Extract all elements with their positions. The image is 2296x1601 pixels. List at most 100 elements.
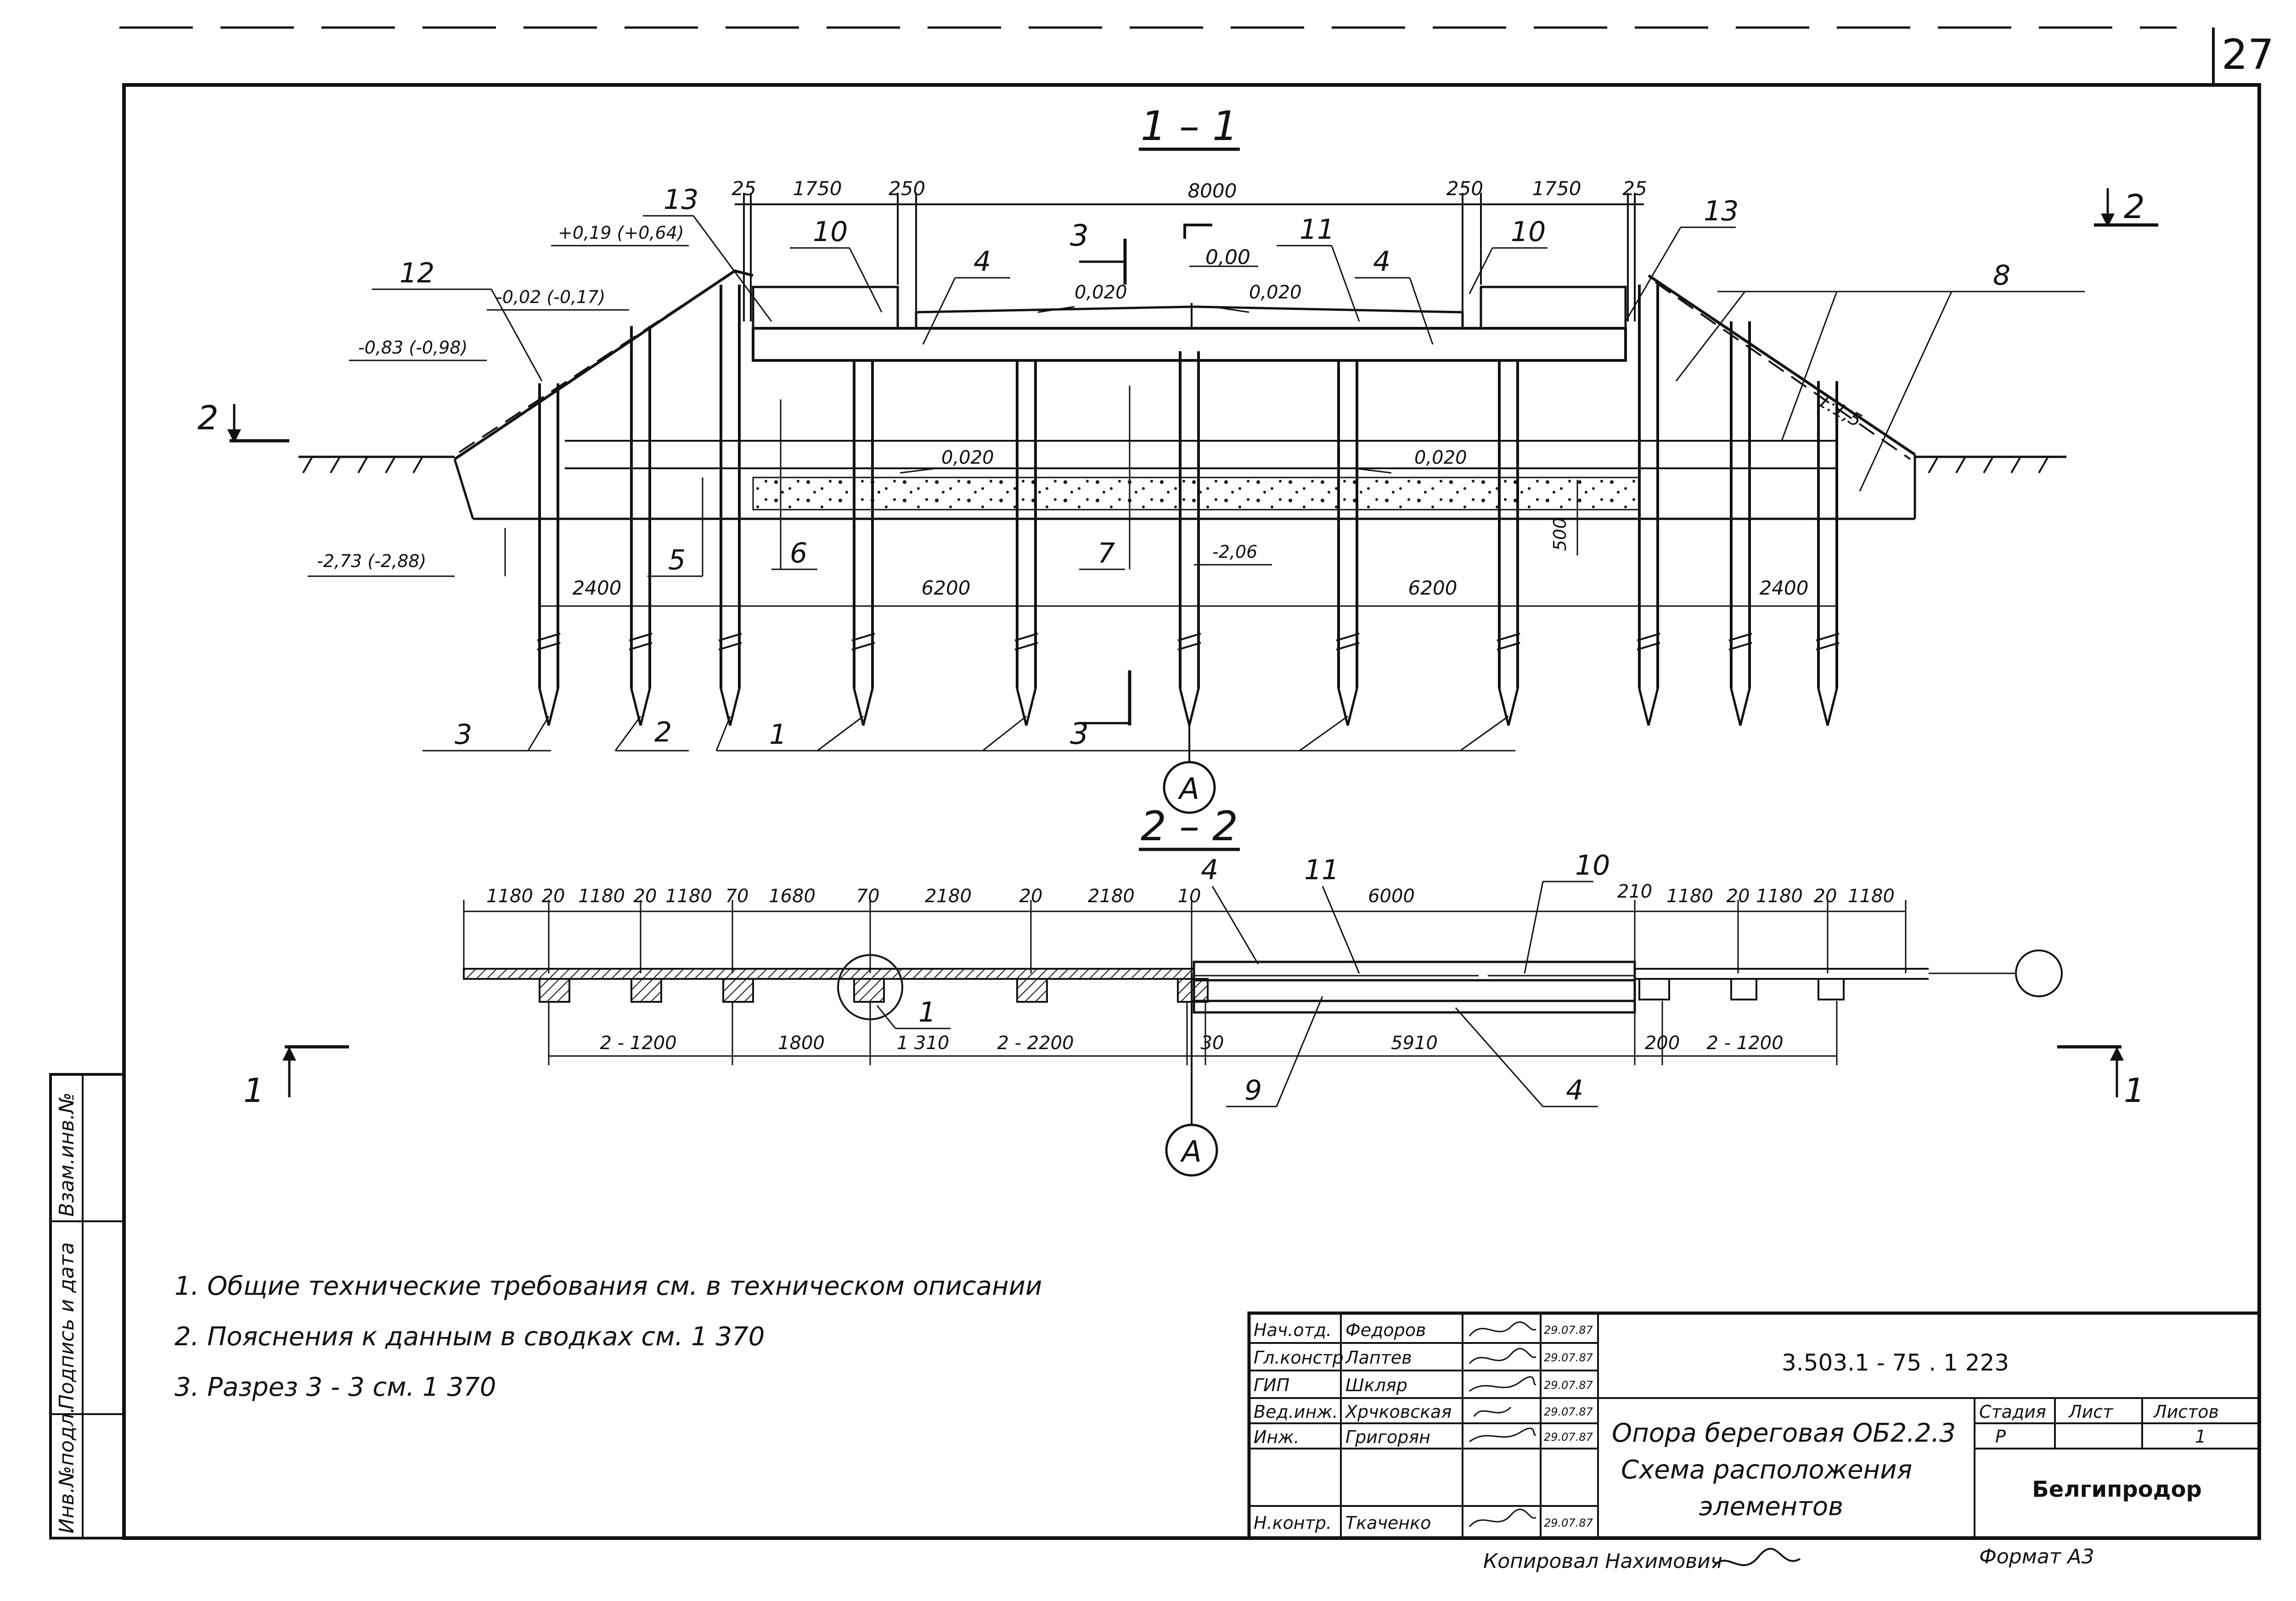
span: 6200 (922, 577, 971, 599)
tb-date: 29.07.87 (1544, 1431, 1593, 1444)
tb-date: 29.07.87 (1544, 1405, 1593, 1418)
section-2-2-title: 2 – 2 (1141, 803, 1238, 850)
copied-by: Копировал Нахимович (1483, 1550, 1722, 1573)
slope: 0,020 (1249, 282, 1302, 303)
stage-value: Р (1995, 1427, 2006, 1447)
slope: 0,020 (1414, 447, 1467, 468)
section-mark-3-bottom: 3 (1070, 670, 1131, 751)
section-mark-label: 3 (1070, 219, 1089, 253)
tb-date: 29.07.87 (1544, 1351, 1593, 1364)
dim: 2180 (1088, 886, 1135, 907)
level: -2,73 (-2,88) (317, 551, 426, 571)
callout-7: 7 (1097, 537, 1115, 569)
tb-role: Н.контр. (1254, 1513, 1332, 1533)
title-line-3: элементов (1699, 1492, 1843, 1522)
tb-role: Нач.отд. (1254, 1320, 1332, 1340)
callout-9: 9 (1244, 1074, 1262, 1107)
section-2-2: 2 – 2 1180 20 1180 20 1180 70 1680 70 21… (243, 803, 2145, 1177)
callout-10: 10 (813, 216, 848, 248)
callout-13: 13 (664, 184, 698, 216)
callout-10: 10 (1575, 849, 1610, 882)
s11-spans: 2400 6200 6200 2400 (540, 577, 1837, 607)
dim: 2 - 1200 (1706, 1033, 1783, 1054)
level: -0,83 (-0,98) (358, 337, 467, 358)
callout-12: 12 (400, 257, 434, 289)
doc-code: 3.503.1 - 75 . 1 223 (1782, 1349, 2009, 1376)
gravel-layer (752, 477, 1640, 511)
section-mark-label: 1 (243, 1071, 264, 1110)
drawing-title: Опора береговая ОБ2.2.3 Схема расположен… (1612, 1418, 1956, 1522)
stamp-sign: Подпись и дата (55, 1242, 79, 1410)
callout-1: 1 (769, 719, 787, 751)
callout-2: 2 (654, 716, 672, 748)
section-mark-3-top: 3 (1070, 219, 1127, 285)
span: 2400 (573, 577, 622, 599)
dim: 20 (634, 886, 657, 907)
dim: 1180 (486, 886, 533, 907)
tb-name: Хрчковская (1345, 1402, 1452, 1422)
callout-11: 11 (1304, 854, 1339, 886)
section-mark-2-left: 2 (197, 399, 289, 443)
slope: 0,020 (1075, 282, 1127, 303)
callout-6: 6 (790, 537, 807, 569)
dim: 2 - 2200 (997, 1033, 1074, 1054)
tb-name: Федоров (1345, 1320, 1426, 1340)
s11-level-marks: +0,19 (+0,64) -0,02 (-0,17) -0,83 (-0,98… (308, 223, 1272, 577)
level: -2,06 (1212, 542, 1257, 562)
tb-name: Григорян (1345, 1427, 1430, 1447)
sheet-frame: 27 (119, 26, 2274, 1540)
dim: 1 310 (897, 1033, 950, 1054)
span: 2400 (1760, 577, 1809, 599)
callout-11: 11 (1300, 213, 1334, 246)
ground-line-right (1915, 455, 2066, 473)
dim: 210 (1617, 881, 1652, 902)
organization: Белгипродор (2032, 1477, 2202, 1502)
dim: 70 (726, 886, 749, 907)
callout-4: 4 (1566, 1074, 1583, 1107)
dim: 1180 (665, 886, 712, 907)
title-line-1: Опора береговая ОБ2.2.3 (1612, 1418, 1956, 1448)
dim: 1180 (1756, 886, 1803, 907)
side-stamp: Инв.№подл. Подпись и дата Взам.инв.№ (49, 1073, 125, 1539)
tb-date: 29.07.87 (1544, 1324, 1593, 1337)
s11-callouts: 12 13 10 4 11 4 10 13 8 5 6 7 3 (372, 184, 2085, 752)
sheets-value: 1 (2195, 1427, 2206, 1447)
callout-4: 4 (974, 246, 991, 278)
stamp-inv: Инв.№подл. (55, 1407, 79, 1534)
stage-table: Стадия Лист Листов Р 1 (1979, 1402, 2219, 1447)
axis-a-label: A (1180, 1135, 1202, 1169)
dim: 5910 (1391, 1033, 1438, 1054)
section-mark-label: 2 (197, 399, 219, 437)
dim: 2180 (925, 886, 972, 907)
dim: 1750 (1532, 177, 1581, 200)
deck-hatched (463, 968, 1195, 980)
section-mark-label: 1 (2124, 1071, 2145, 1110)
dim: 1180 (1848, 886, 1895, 907)
piles (537, 285, 1840, 726)
dim: 70 (856, 886, 880, 907)
note-1: 1. Общие технические требования см. в те… (174, 1271, 1042, 1301)
sheet-head: Лист (2068, 1402, 2114, 1422)
section-mark-label: 2 (2124, 187, 2145, 226)
stamp-replace: Взам.инв.№ (55, 1092, 79, 1217)
slope-ratio: 1:1,5 (1814, 390, 1865, 432)
dim-500: 500 (1550, 517, 1570, 551)
title-block: Нач.отд. Федоров 29.07.87 Гл.констр Лапт… (1247, 1311, 2261, 1540)
title-block-signatures: Нач.отд. Федоров 29.07.87 Гл.констр Лапт… (1254, 1320, 1593, 1533)
dim: 1180 (1666, 886, 1713, 907)
dim: 10 (1178, 886, 1201, 907)
tb-name: Шкляр (1345, 1375, 1407, 1395)
tb-role: Гл.констр (1254, 1348, 1344, 1368)
tb-role: Инж. (1254, 1427, 1300, 1447)
dim: 8000 (1188, 180, 1237, 202)
span: 6200 (1408, 577, 1458, 599)
dim: 1800 (778, 1033, 825, 1054)
dim: 30 (1201, 1033, 1224, 1054)
level-zero: 0,00 (1205, 246, 1250, 269)
slope: 0,020 (941, 447, 994, 468)
s11-top-dims: 25 1750 250 8000 250 1750 25 (732, 177, 1647, 202)
dim: 1680 (769, 886, 816, 907)
tb-date: 29.07.87 (1544, 1379, 1593, 1392)
tb-name: Лаптев (1345, 1348, 1412, 1368)
